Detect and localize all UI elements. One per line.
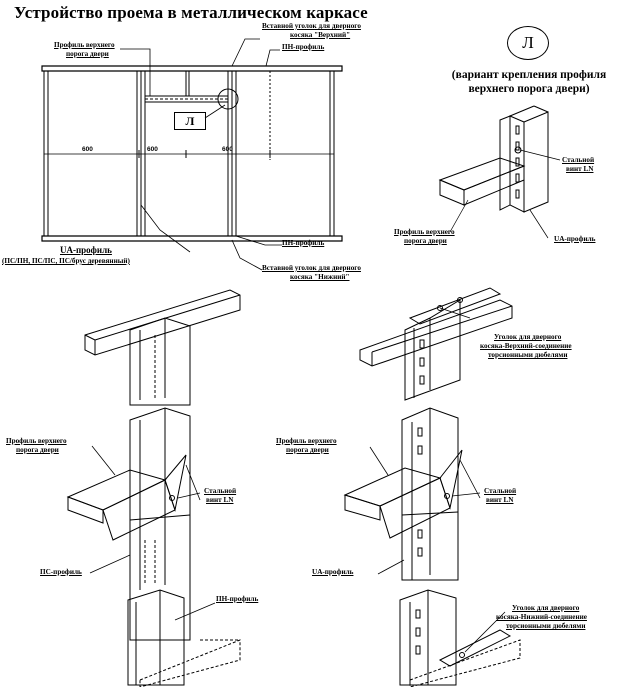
- label-ua-profile-note: (ПС/ПН, ПС/ПС, ПС/брус деревянный): [2, 257, 130, 265]
- label-inserted-corner-bottom: Вставной уголок для дверного: [262, 264, 361, 272]
- label-inserted-corner-top: косяка "Верхний": [290, 31, 351, 39]
- label-corner-bottom: косяка-Нижний-соединение: [496, 613, 587, 621]
- dimension-label: 600: [147, 146, 158, 153]
- label-steel-screw: винт LN: [566, 165, 594, 173]
- label-steel-screw: Стальной: [484, 487, 517, 495]
- dimension-label: 600: [82, 146, 93, 153]
- frame-elevation: [42, 66, 342, 241]
- label-top-threshold-profile: порога двери: [66, 50, 109, 58]
- label-pn-profile-top: ПН-профиль: [282, 43, 325, 51]
- variant-caption: (вариант крепления профиля верхнего поро…: [424, 68, 633, 97]
- label-pn-profile-bottom: ПН-профиль: [282, 239, 325, 247]
- label-top-threshold-profile: Профиль верхнего: [394, 228, 455, 236]
- label-top-threshold-profile: порога двери: [404, 237, 447, 245]
- label-top-threshold-profile: порога двери: [16, 446, 59, 454]
- label-top-threshold-profile: Профиль верхнего: [6, 437, 67, 445]
- label-corner-bottom: торсионными дюбелями: [506, 622, 586, 630]
- label-ps-profile: ПС-профиль: [40, 568, 82, 576]
- label-inserted-corner-bottom: косяка "Нижний": [290, 273, 350, 281]
- dimension-label: 600: [222, 146, 233, 153]
- left-stud-joint: [68, 408, 190, 640]
- variant-caption-line: (вариант крепления профиля: [451, 69, 607, 81]
- callout-letter-circle: Л: [507, 26, 549, 60]
- label-top-threshold-profile: порога двери: [286, 446, 329, 454]
- label-inserted-corner-top: Вставной уголок для дверного: [262, 22, 361, 30]
- right-stud-top: [360, 288, 512, 400]
- left-stud-bottom: [128, 590, 240, 687]
- right-stud-bottom: [400, 590, 520, 687]
- label-steel-screw: винт LN: [486, 496, 514, 504]
- label-corner-top: торсионными дюбелями: [488, 351, 568, 359]
- frame-leaders: [120, 39, 282, 270]
- variant-detail: [440, 106, 560, 238]
- label-corner-bottom: Уголок для дверного: [512, 604, 580, 612]
- diagram-title: Устройство проема в металлическом каркас…: [14, 3, 368, 22]
- label-ua-profile: UA-профиль: [60, 245, 112, 255]
- label-ua-profile: UA-профиль: [554, 235, 596, 243]
- label-steel-screw: Стальной: [204, 487, 237, 495]
- variant-caption-line: верхнего порога двери): [468, 83, 590, 96]
- left-stud-top: [85, 290, 240, 405]
- label-steel-screw: винт LN: [206, 496, 234, 504]
- callout-letter-box: Л: [174, 112, 206, 130]
- left-column-leaders: [90, 446, 215, 620]
- label-top-threshold-profile: Профиль верхнего: [54, 41, 115, 49]
- label-ua-profile: UA-профиль: [312, 568, 354, 576]
- label-top-threshold-profile: Профиль верхнего: [276, 437, 337, 445]
- label-pn-profile: ПН-профиль: [216, 595, 259, 603]
- right-column-leaders: [370, 308, 505, 652]
- right-stud-joint: [345, 408, 462, 580]
- label-corner-top: Уголок для дверного: [494, 333, 562, 341]
- label-corner-top: косяка-Верхний-соединение: [480, 342, 572, 350]
- label-steel-screw: Стальной: [562, 156, 595, 164]
